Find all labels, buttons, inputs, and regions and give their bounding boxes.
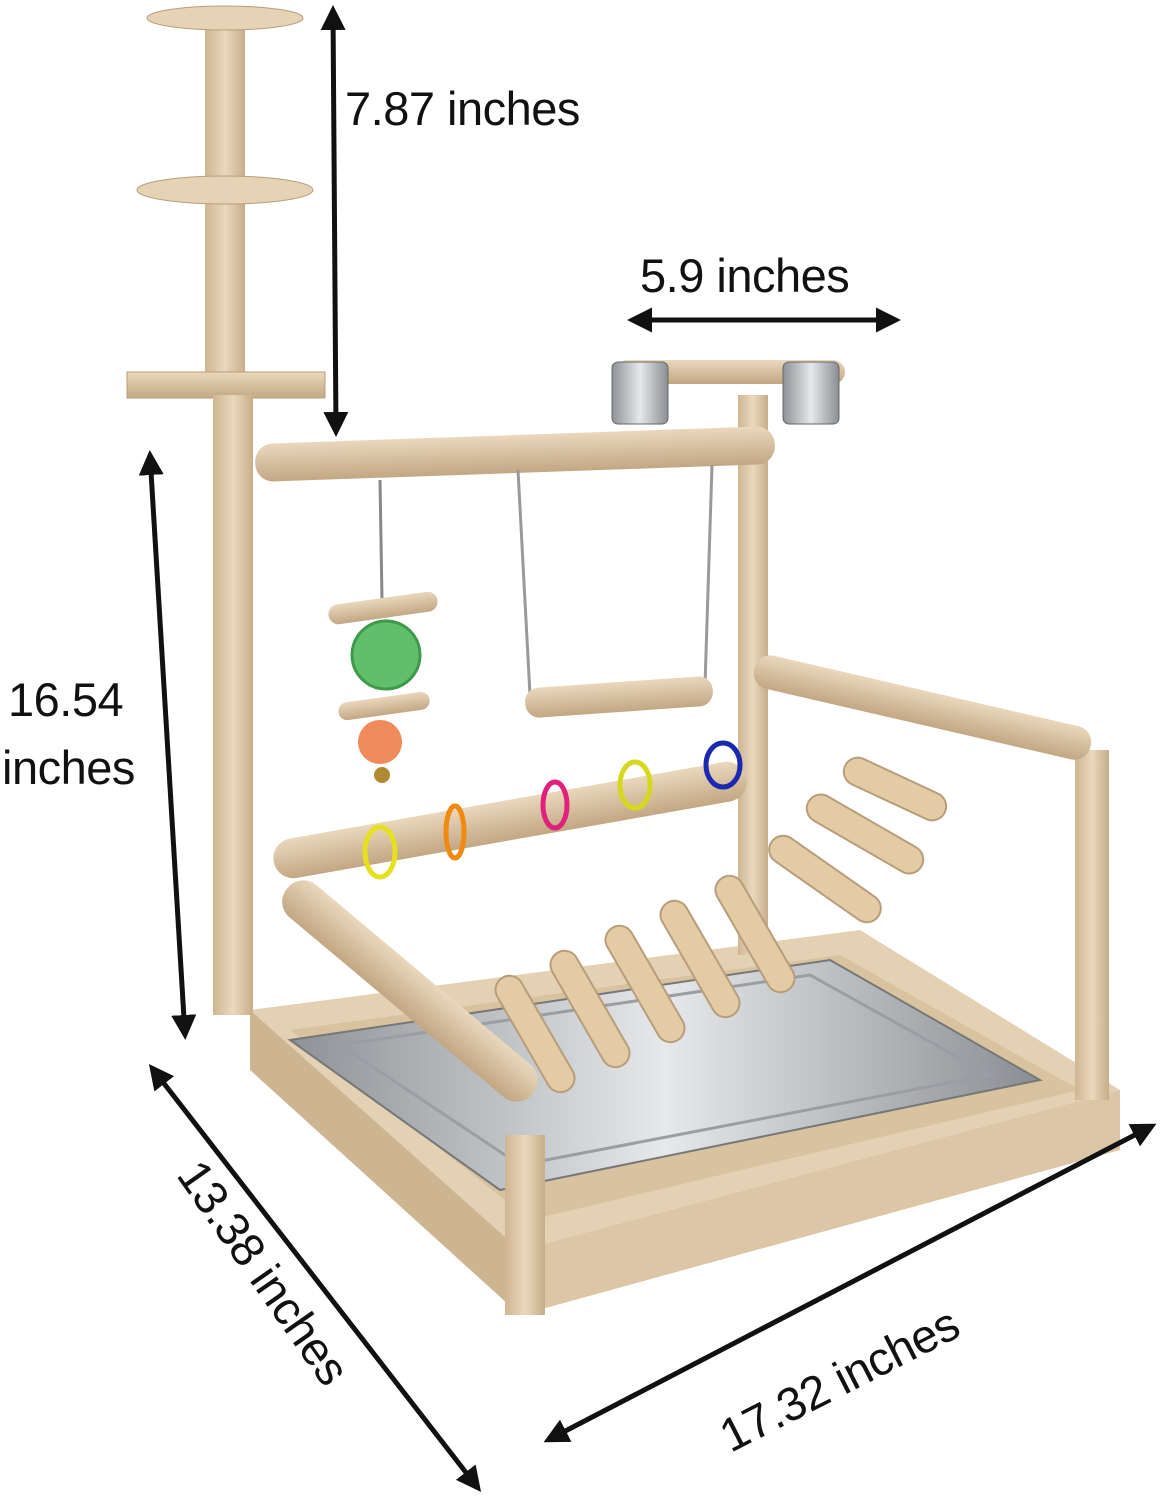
label-frame-height-unit: inches [2,741,135,794]
label-feeder-width: 5.9 inches [640,249,850,302]
hanging-ball-toy [328,479,438,783]
tower-platforms [126,5,326,399]
arrow-tower-height [320,5,349,437]
dimension-arrows [138,5,1157,1492]
swing [516,464,714,718]
label-tower-height: 7.87 inches [345,82,580,135]
top-perch [255,426,775,482]
front-post [505,1135,545,1315]
arrow-width [543,1123,1157,1443]
label-frame-height-number: 16.54 [8,673,124,726]
feeder-cups [611,360,845,425]
ladders [494,756,948,1094]
back-post [1075,750,1109,1100]
left-post [213,395,253,1015]
front-perch [282,880,538,1102]
arrow-depth [148,1064,482,1492]
ring-perch [273,740,747,880]
arrow-frame-height [138,450,197,1040]
side-perch [753,655,1092,760]
